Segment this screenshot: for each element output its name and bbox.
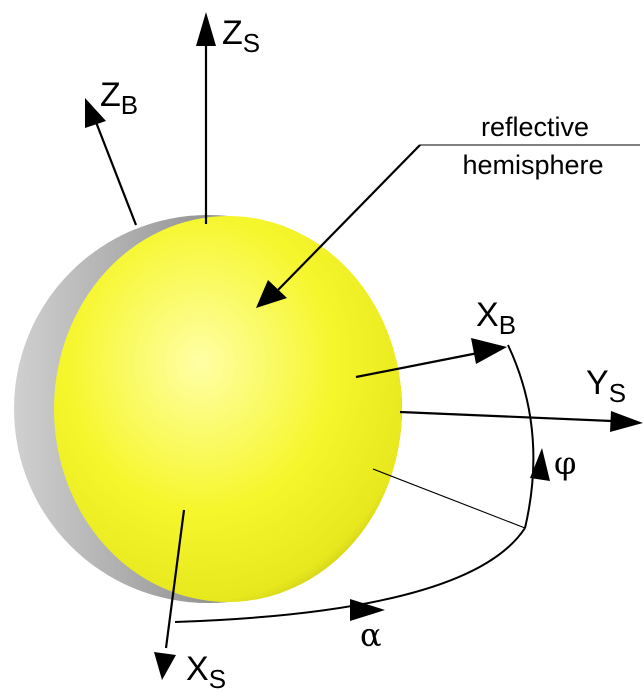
callout-label-line2: hemisphere [462, 150, 603, 180]
x-s-axis [154, 509, 186, 680]
label-x-b: XB [476, 296, 516, 340]
label-alpha: α [360, 616, 382, 654]
label-z-s: ZS [222, 14, 260, 58]
projection-line [372, 468, 526, 529]
label-phi: φ [554, 444, 576, 482]
label-y-s: YS [586, 364, 626, 408]
z-b-axis [85, 98, 138, 226]
reflective-hemisphere [54, 216, 402, 602]
y-s-axis [399, 410, 643, 432]
callout-label-line1: reflective [481, 112, 589, 142]
z-s-axis [196, 12, 216, 224]
phi-arc [507, 344, 550, 529]
alpha-arc [174, 527, 526, 623]
callout-leader [256, 144, 640, 308]
label-z-b: ZB [100, 76, 138, 120]
x-b-axis [355, 338, 507, 379]
label-x-s: XS [186, 650, 226, 694]
